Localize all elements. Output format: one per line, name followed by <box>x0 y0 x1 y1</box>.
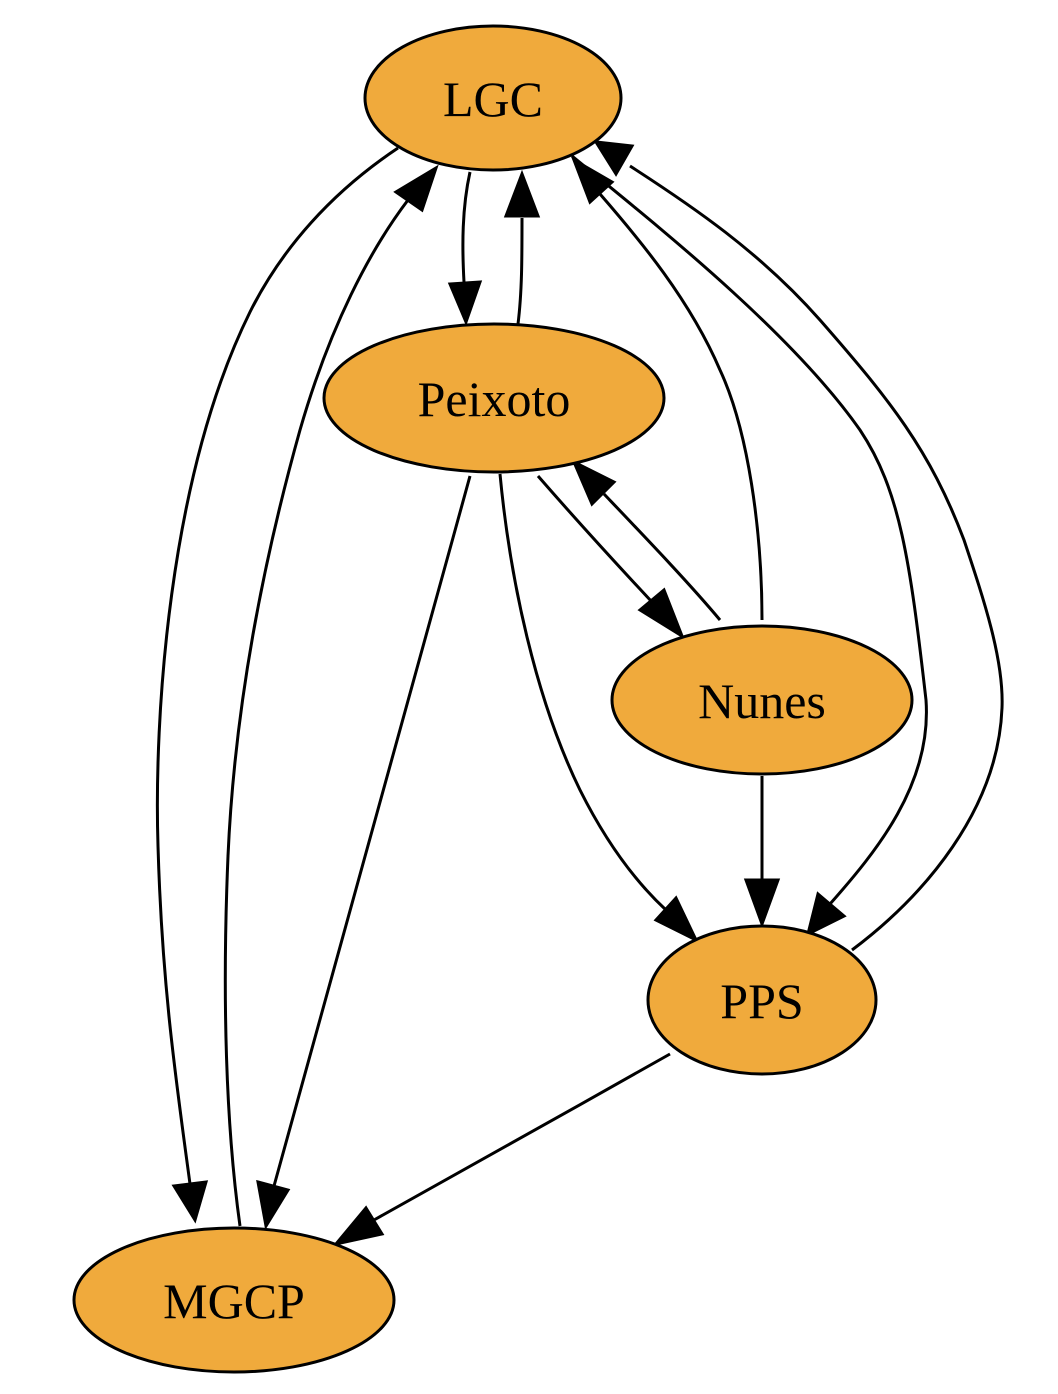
node-pps-label: PPS <box>720 973 803 1029</box>
edge-lgc-to-mgcp <box>155 146 399 1224</box>
node-nunes[interactable]: Nunes <box>610 624 914 776</box>
edge-peixoto-to-mgcp <box>256 475 472 1231</box>
node-lgc[interactable]: LGC <box>363 24 623 172</box>
node-nunes-label: Nunes <box>698 673 826 729</box>
edges <box>155 140 1004 1247</box>
edge-peixoto-to-lgc <box>503 169 541 325</box>
edge-nunes-to-pps <box>743 776 781 929</box>
node-peixoto-label: Peixoto <box>418 371 571 427</box>
node-mgcp[interactable]: MGCP <box>72 1226 396 1374</box>
node-mgcp-label: MGCP <box>163 1273 305 1329</box>
nodes: LGC Peixoto Nunes PPS MGCP <box>72 24 914 1374</box>
edge-peixoto-to-pps <box>498 473 700 944</box>
node-mgcp-shape <box>72 1226 396 1374</box>
edge-pps-to-lgc <box>593 140 1004 952</box>
node-nunes-shape <box>610 624 914 776</box>
edge-mgcp-to-lgc <box>223 164 439 1227</box>
node-peixoto[interactable]: Peixoto <box>322 322 666 474</box>
edge-lgc-to-peixoto <box>447 171 483 327</box>
edge-nunes-to-lgc <box>571 156 764 621</box>
node-lgc-label: LGC <box>443 71 543 127</box>
edge-lgc-to-pps <box>571 154 928 937</box>
node-pps-shape <box>646 924 878 1076</box>
node-lgc-shape <box>363 24 623 172</box>
node-pps[interactable]: PPS <box>646 924 878 1076</box>
node-peixoto-shape <box>322 322 666 474</box>
edge-peixoto-to-nunes <box>536 475 686 640</box>
edge-nunes-to-peixoto <box>571 458 722 621</box>
edge-pps-to-mgcp <box>332 1052 671 1247</box>
